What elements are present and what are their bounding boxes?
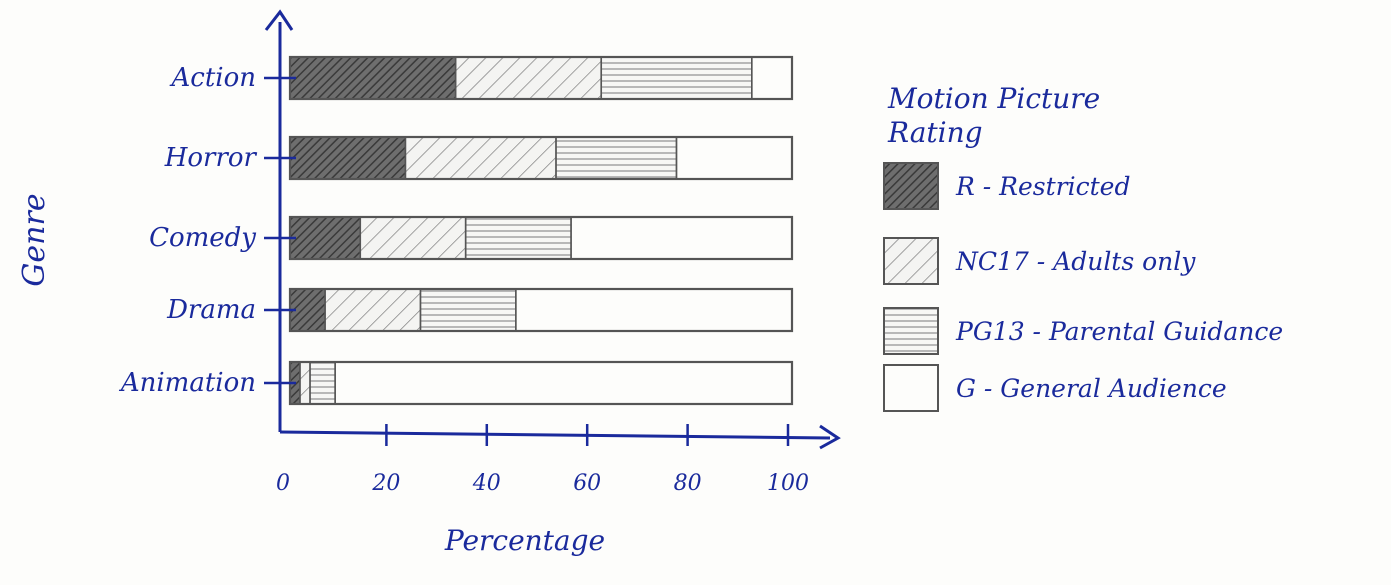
legend-label-1: NC17 - Adults only: [955, 247, 1196, 276]
y-tick-label-action: Action: [170, 63, 257, 93]
bar-segment-drama-1: [324, 288, 422, 332]
legend-swatch-0: [883, 162, 939, 210]
legend-label-3: G - General Audience: [956, 374, 1227, 403]
bar-segment-drama-2: [419, 288, 517, 332]
y-tick-label-drama: Drama: [166, 295, 256, 325]
bar-segment-comedy-3: [570, 216, 793, 260]
x-tick-label-60: 60: [573, 471, 601, 496]
bar-segment-horror-2: [555, 136, 678, 180]
legend-swatch-3: [883, 364, 939, 412]
bar-segment-animation-3: [334, 361, 793, 405]
bar-segment-drama-3: [515, 288, 793, 332]
y-axis-arrow: [264, 9, 294, 31]
bar-segment-action-1: [454, 56, 603, 100]
legend-swatch-1: [883, 237, 939, 285]
x-ticks-group: 0 20 40 60 80 100: [276, 424, 809, 496]
legend-label-2: PG13 - Parental Guidance: [955, 317, 1283, 346]
x-tick-label-40: 40: [472, 471, 501, 496]
bar-segment-action-3: [751, 56, 793, 100]
bar-segment-horror-1: [404, 136, 557, 180]
legend-label-0: R - Restricted: [955, 172, 1130, 201]
x-axis-title: Percentage: [444, 524, 605, 557]
bar-segment-comedy-2: [464, 216, 572, 260]
y-axis-title: Genre: [17, 193, 52, 286]
x-axis-line: [279, 430, 831, 440]
y-tick-label-horror: Horror: [164, 143, 258, 173]
y-tick-label-animation: Animation: [119, 368, 256, 398]
x-tick-label-0: 0: [276, 471, 290, 496]
x-tick-label-20: 20: [371, 471, 400, 496]
bar-segment-horror-3: [675, 136, 793, 180]
x-axis-arrow: [819, 424, 841, 450]
bar-segment-action-2: [600, 56, 753, 100]
y-tick-label-comedy: Comedy: [149, 223, 256, 253]
bar-segment-comedy-0: [289, 216, 362, 260]
bar-segment-animation-1: [299, 361, 311, 405]
x-tick-label-100: 100: [767, 471, 809, 496]
bar-segment-horror-0: [289, 136, 407, 180]
x-tick-label-80: 80: [674, 471, 702, 496]
legend-swatch-2: [883, 307, 939, 355]
bar-segment-action-0: [289, 56, 457, 100]
bar-segment-animation-2: [309, 361, 336, 405]
bars-group: [288, 55, 794, 406]
bar-segment-comedy-1: [359, 216, 467, 260]
